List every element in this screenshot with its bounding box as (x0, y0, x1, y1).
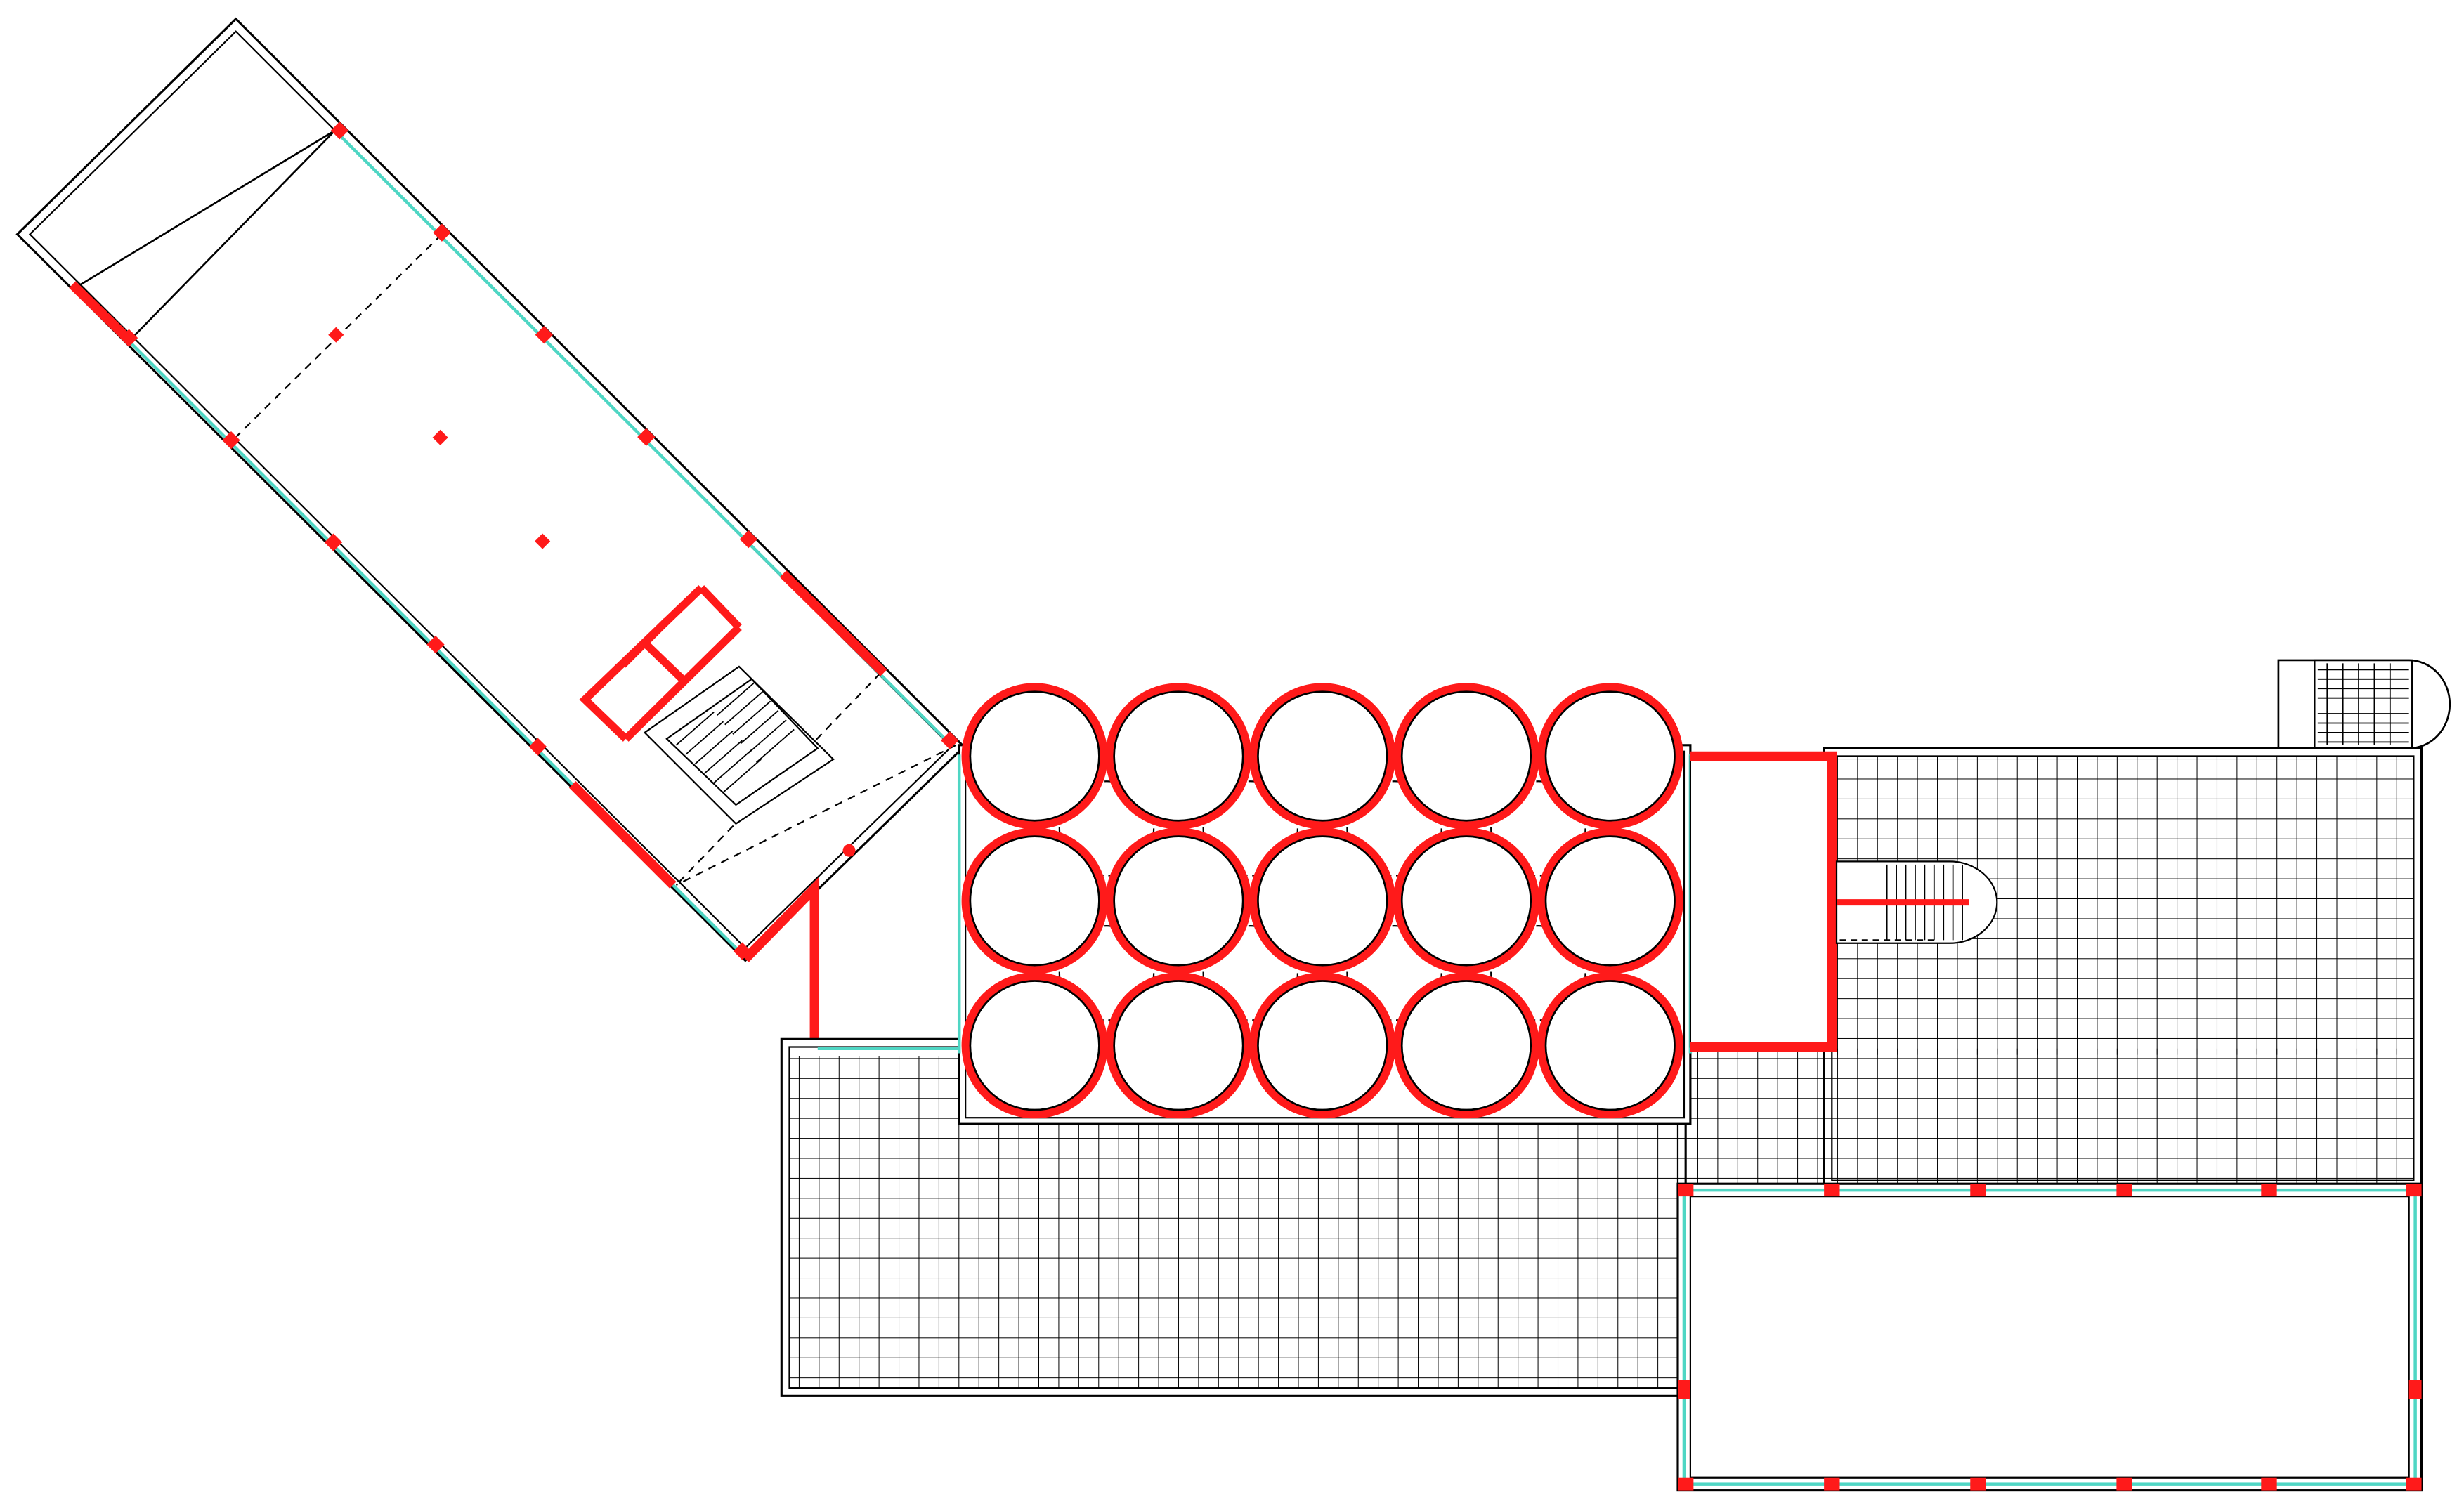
silo-wall (1249, 827, 1396, 974)
annex-stair (1835, 860, 1998, 944)
silo-wall (961, 972, 1108, 1119)
silo-wall (1537, 683, 1683, 830)
silo-block (957, 683, 1693, 1125)
silo-inner-edge (1257, 980, 1388, 1111)
silo-interstitial (1490, 780, 1586, 877)
silo-inner-edge (1400, 980, 1532, 1111)
silo-inner-edge (969, 980, 1100, 1111)
silo-interstitial (1490, 925, 1586, 1021)
silo-interstitial (1202, 925, 1299, 1021)
silo-wall (1249, 972, 1396, 1119)
silo-wall (1105, 827, 1252, 974)
wing-end-partition (74, 129, 336, 289)
wing-wall-ne (779, 570, 887, 676)
silo-group (961, 683, 1683, 1119)
hall-columns (1677, 1184, 2422, 1491)
silo-wall (1393, 972, 1540, 1119)
silo-interstitial (1202, 780, 1299, 877)
wing-dashed-beam-2 (675, 744, 957, 886)
east-annex-wall (1690, 751, 1837, 1052)
southeast-hall (1676, 1182, 2423, 1492)
wing-stair-core (579, 584, 835, 825)
wing-connector-wall (742, 876, 820, 1054)
wing-outline (15, 17, 966, 962)
silo-inner-edge (1400, 835, 1532, 967)
wing-wall-end (69, 281, 136, 346)
silo-inner-edge (1400, 690, 1532, 822)
silo-interstitial (1346, 925, 1442, 1021)
silo-wall (1105, 683, 1252, 830)
silo-interstitial (1058, 780, 1155, 877)
silo-wall (1393, 827, 1540, 974)
silo-wall (961, 827, 1108, 974)
east-annex (1689, 751, 1998, 1052)
silo-inner-edge (1544, 980, 1676, 1111)
silo-wall (1105, 972, 1252, 1119)
silo-inner-edge (1257, 835, 1388, 967)
silo-inner-edge (1113, 980, 1244, 1111)
silo-inner-edge (1544, 835, 1676, 967)
silo-inner-edge (1113, 690, 1244, 822)
silo-inner-edge (969, 690, 1100, 822)
silo-interstitial (1058, 925, 1155, 1021)
terrace-mid-grid (1677, 1048, 2414, 1189)
silo-inner-edge (1113, 835, 1244, 967)
silo-wall (1537, 972, 1683, 1119)
diagonal-wing (15, 17, 966, 1054)
silo-wall (1537, 827, 1683, 974)
silo-wall (1249, 683, 1396, 830)
silo-inner-edge (1257, 690, 1388, 822)
wing-wall-sw (568, 781, 677, 889)
silo-inner-edge (969, 835, 1100, 967)
silo-wall (961, 683, 1108, 830)
silo-wall (1393, 683, 1540, 830)
wing-ramp-line (131, 129, 336, 339)
silo-inner-edge (1544, 690, 1676, 822)
silo-interstitial (1346, 780, 1442, 877)
northeast-stair-tower (2277, 659, 2451, 749)
